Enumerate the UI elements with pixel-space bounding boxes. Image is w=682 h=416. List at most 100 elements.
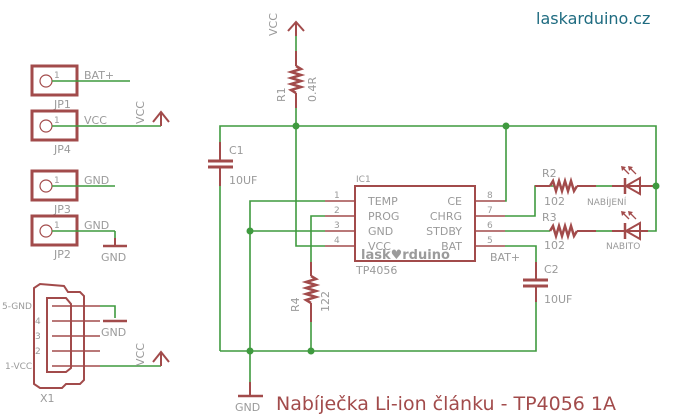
temp-gnd-wire: [249, 200, 325, 393]
r1-value: 0.4R: [306, 77, 319, 102]
ic-pin-label: BAT: [441, 240, 462, 253]
vcc-pin4-wire: [295, 126, 325, 247]
connector-jp3: 1 GND JP3: [30, 169, 115, 216]
jp3-name: JP3: [53, 203, 71, 216]
brand-link[interactable]: laskarduino.cz: [536, 9, 650, 28]
jp4-net-label: VCC: [84, 114, 107, 127]
jp2-pin-number: 1: [54, 221, 60, 231]
ic-pin-label: CHRG: [430, 210, 462, 223]
x1-pin-label-4: 4: [35, 317, 41, 327]
jp4-pin-number: 1: [54, 116, 60, 126]
x1-body: [46, 297, 72, 373]
c2-capacitor: C2 10UF: [523, 262, 572, 306]
r2-zigzag: [548, 176, 579, 196]
x1-vcc-label: VCC: [134, 343, 147, 366]
bat-wire: [505, 245, 537, 262]
jp4-name: JP4: [53, 143, 71, 156]
jp2-pad: [39, 224, 53, 238]
bat-net-label: BAT+: [490, 251, 520, 264]
light-emission-icon: [621, 166, 637, 175]
c1-value: 10UF: [229, 174, 257, 187]
connector-x1: 5-GND 4 3 2 1-VCC X1 GND VCC: [2, 282, 170, 405]
vcc-arrow-icon: [152, 350, 170, 363]
x1-pin-label-1: 1-VCC: [5, 362, 32, 372]
jp3-pin-number: 1: [54, 176, 60, 186]
ce-wire: [505, 126, 507, 202]
jp1-pin-number: 1: [54, 71, 60, 81]
jp2-net-label: GND: [84, 219, 109, 232]
r2-value: 102: [544, 195, 565, 208]
x1-shell: [33, 282, 85, 389]
connector-jp2: 1 GND JP2 GND: [30, 214, 127, 264]
ic-pin-num: 1: [334, 191, 340, 201]
r3-name: R3: [542, 211, 557, 224]
c2-value: 10UF: [544, 293, 572, 306]
junction: [246, 347, 254, 355]
prog-wire: [310, 215, 325, 262]
junction: [246, 227, 254, 235]
jp2-name: JP2: [53, 248, 71, 261]
r2-resistor: R2 102: [535, 167, 612, 208]
ic-pin-label: TEMP: [367, 195, 398, 208]
ic-pin-label: PROG: [368, 210, 399, 223]
jp1-net-label: BAT+: [84, 69, 114, 82]
x1-name: X1: [40, 392, 55, 405]
r3-zigzag: [548, 221, 579, 241]
ic-pin-num: 6: [487, 221, 493, 231]
r4-name: R4: [289, 297, 302, 312]
gnd-rail: [220, 300, 537, 352]
x1-gnd-label: GND: [101, 326, 126, 339]
vcc-arrow-icon: [152, 110, 170, 123]
r1-vcc-label: VCC: [267, 13, 280, 36]
ic1-tp4056: IC1 1 2 3 4 TEMP PROG GND VCC 8 7 6 5 CE…: [325, 175, 505, 277]
r4-zigzag: [301, 274, 321, 305]
jp1-name: JP1: [53, 98, 71, 111]
ic-pin-num: 2: [334, 206, 340, 216]
c1-capacitor: C1 10UF: [208, 142, 257, 351]
r4-value: 122: [319, 291, 332, 312]
ic-pin-label: GND: [368, 225, 393, 238]
vcc-rail: [219, 125, 657, 186]
r3-value: 102: [544, 239, 565, 252]
ic-ref: IC1: [356, 175, 371, 185]
jp1-pad: [39, 74, 53, 88]
x1-gnd-wire: [100, 305, 116, 318]
r1-resistor: VCC R1 0.4R: [267, 13, 319, 126]
led1-name: NABÍJENÍ: [587, 196, 627, 208]
x1-pin-label-3: 3: [35, 332, 41, 342]
connector-jp1: 1 BAT+ JP1: [30, 64, 130, 111]
schematic-title: Nabíječka Li-ion článku - TP4056 1A: [276, 393, 616, 415]
r1-zigzag: [286, 64, 306, 95]
ic-pin-num: 8: [487, 191, 493, 201]
r2-name: R2: [542, 167, 557, 180]
ic-pin-num: 4: [334, 236, 340, 246]
connector-jp4: 1 VCC JP4 VCC: [30, 101, 170, 156]
r3-resistor: R3 102: [542, 211, 612, 252]
jp3-pad: [39, 179, 53, 193]
ic-pin-label: VCC: [368, 240, 391, 253]
jp3-net-label: GND: [84, 174, 109, 187]
c1-name: C1: [229, 144, 244, 157]
ic-pin-num: 7: [487, 206, 493, 216]
r1-name: R1: [275, 87, 288, 102]
jp4-vcc-label: VCC: [134, 101, 147, 124]
jp4-pad: [39, 119, 53, 133]
ic-pin-num: 5: [487, 236, 493, 246]
jp2-gnd-label: GND: [101, 251, 126, 264]
led2-rail-wire: [648, 186, 657, 232]
light-emission-icon: [621, 211, 637, 220]
ic-pin-label: CE: [447, 195, 462, 208]
r4-resistor: R4 122: [289, 262, 332, 351]
ic-name: TP4056: [355, 264, 397, 277]
ic-body: [354, 185, 476, 262]
gnd-label: GND: [235, 401, 260, 414]
ic-pin-num: 3: [334, 221, 340, 231]
led-nabijeni: NABÍJENÍ: [587, 166, 656, 208]
c2-name: C2: [544, 263, 559, 276]
led-nabito: NABITO: [606, 186, 657, 252]
led2-name: NABITO: [606, 242, 640, 252]
x1-pin-label-5: 5-GND: [2, 302, 32, 312]
ic-pin-label: STDBY: [426, 225, 462, 238]
watermark-logo: lask♥rduino: [361, 248, 450, 263]
